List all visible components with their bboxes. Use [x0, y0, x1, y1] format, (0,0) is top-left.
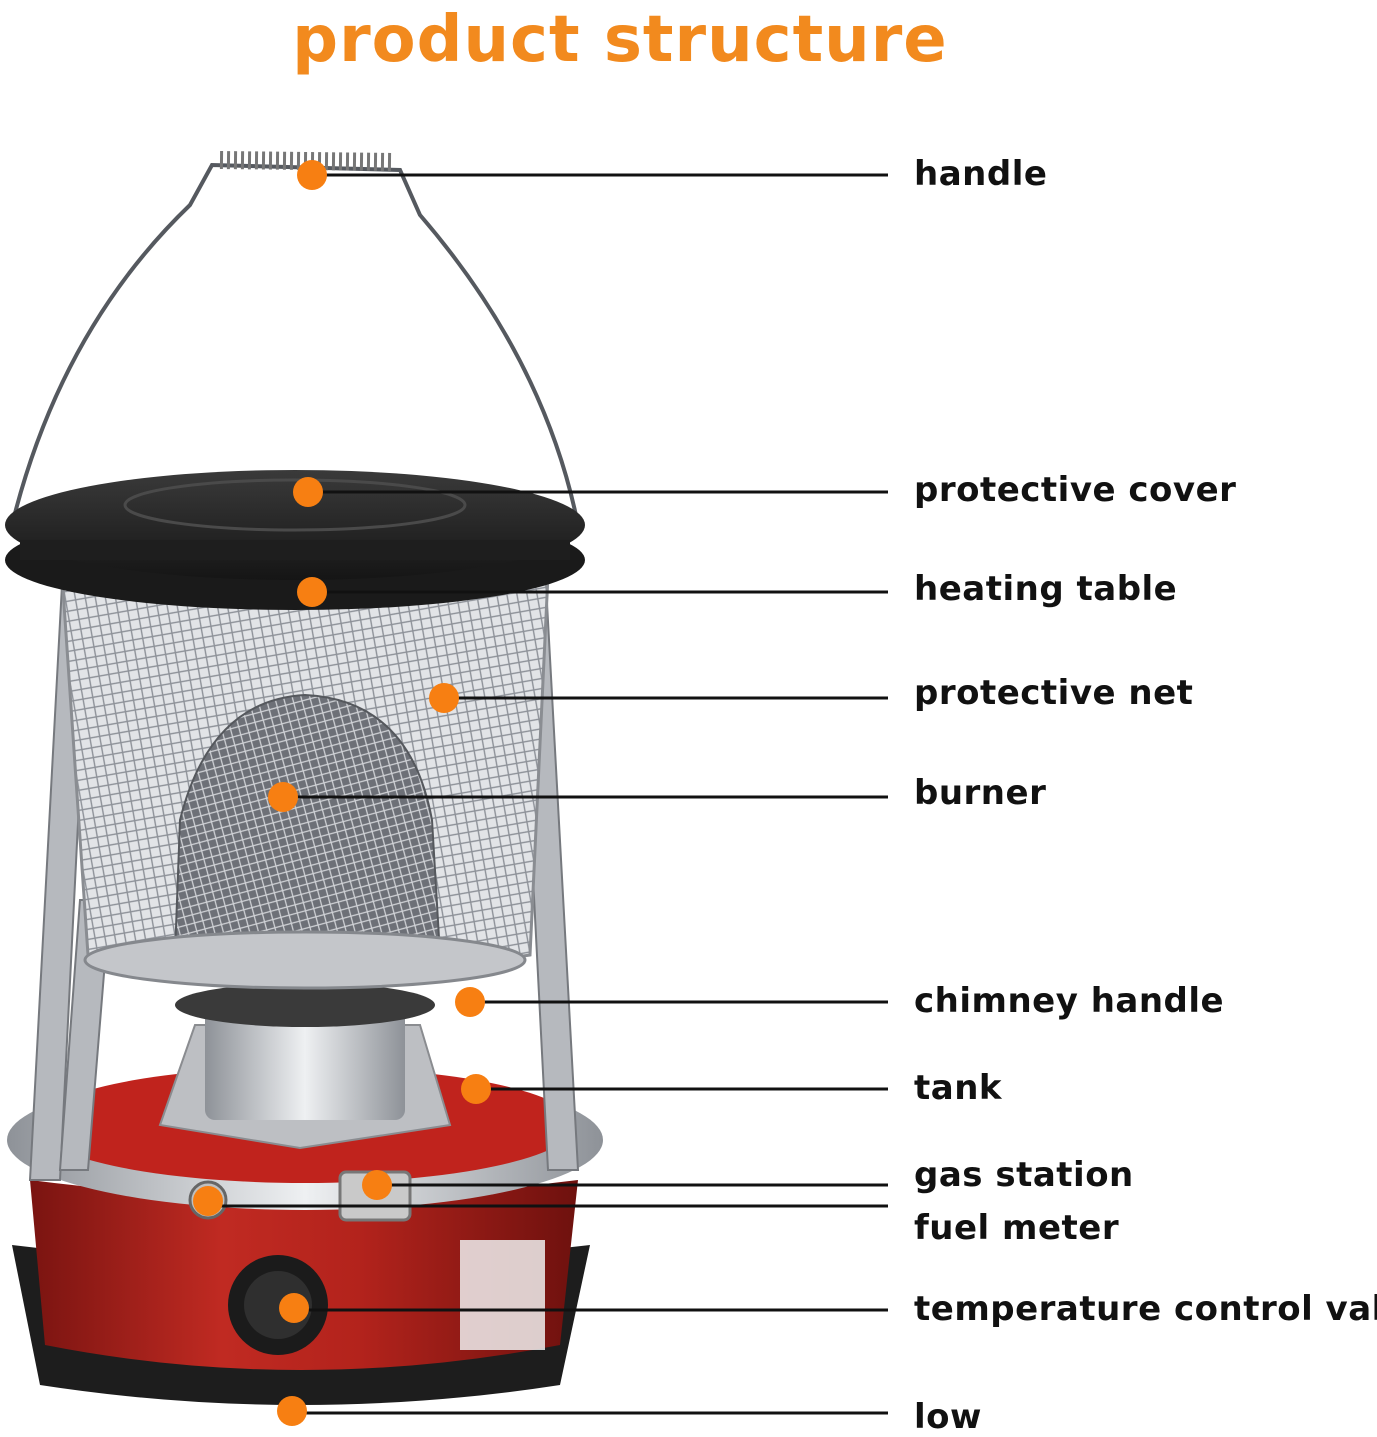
- chimney-top: [175, 983, 435, 1027]
- marker-gas-station: [362, 1170, 392, 1200]
- marker-tank: [461, 1074, 491, 1104]
- label-chimney-handle: chimney handle: [914, 981, 1225, 1021]
- label-low: low: [914, 1397, 982, 1437]
- handle-wire: [10, 151, 580, 526]
- label-handle: handle: [914, 154, 1048, 194]
- marker-protective-cover: [293, 477, 323, 507]
- callout-lines: [208, 173, 888, 1415]
- marker-heating-table: [297, 577, 327, 607]
- spec-sticker: [460, 1240, 545, 1350]
- page-title: product structure: [292, 3, 948, 77]
- cover-band: [20, 540, 570, 560]
- burner-dome: [173, 693, 442, 956]
- label-protective-cover: protective cover: [914, 470, 1237, 510]
- label-heating-table: heating table: [914, 569, 1178, 609]
- marker-chimney-handle: [455, 987, 485, 1017]
- marker-protective-net: [429, 683, 459, 713]
- marker-handle: [297, 160, 327, 190]
- label-temperature-control-valve: temperature control valve: [914, 1289, 1377, 1329]
- marker-temperature-control-valve: [279, 1293, 309, 1323]
- label-fuel-meter: fuel meter: [914, 1208, 1120, 1248]
- callout-markers: [193, 160, 491, 1426]
- label-gas-station: gas station: [914, 1155, 1134, 1195]
- marker-fuel-meter: [193, 1186, 223, 1216]
- heating-table-ring: [83, 930, 527, 990]
- marker-low: [277, 1396, 307, 1426]
- label-protective-net: protective net: [914, 673, 1194, 713]
- label-tank: tank: [914, 1068, 1003, 1108]
- marker-burner: [268, 782, 298, 812]
- cover-ridge: [123, 478, 467, 532]
- label-burner: burner: [914, 773, 1047, 813]
- chimney-collar: [205, 1005, 405, 1120]
